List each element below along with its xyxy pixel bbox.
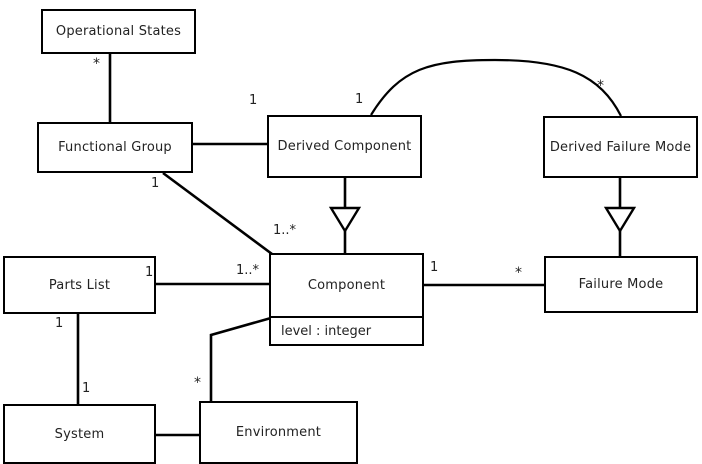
class-name-environment: Environment xyxy=(235,425,322,440)
generalization-arrow-derived-failure-mode-failure-mode xyxy=(603,206,637,234)
class-attribute-component-level: level : integer xyxy=(281,323,372,339)
class-box-component[interactable]: Component xyxy=(269,253,424,318)
class-name-operational-states: Operational States xyxy=(55,24,182,39)
multiplicity-functional-group-component-target: 1..* xyxy=(273,223,297,238)
multiplicity-operational-states: * xyxy=(93,56,100,72)
multiplicity-parts-list-system-source: 1 xyxy=(55,316,64,331)
class-box-derived-component[interactable]: Derived Component xyxy=(267,115,422,178)
multiplicity-parts-list-component-target: 1..* xyxy=(236,263,260,278)
class-name-derived-failure-mode: Derived Failure Mode xyxy=(549,139,692,155)
multiplicity-functional-group-component-source: 1 xyxy=(151,176,160,191)
multiplicity-component-failure-mode-target: * xyxy=(515,265,522,281)
edge-functional-group-component xyxy=(162,171,273,256)
class-box-functional-group[interactable]: Functional Group xyxy=(37,122,193,173)
class-name-functional-group: Functional Group xyxy=(58,140,172,155)
class-attribute-compartment-component[interactable]: level : integer xyxy=(269,318,424,346)
multiplicity-component-environment: * xyxy=(194,375,201,391)
class-box-system[interactable]: System xyxy=(3,404,156,464)
multiplicity-functional-group-derived-component: 1 xyxy=(249,93,258,108)
class-name-failure-mode: Failure Mode xyxy=(578,277,664,292)
multiplicity-parts-list-system-target: 1 xyxy=(82,381,91,396)
class-box-failure-mode[interactable]: Failure Mode xyxy=(544,256,698,313)
class-name-component: Component xyxy=(307,278,386,293)
class-box-operational-states[interactable]: Operational States xyxy=(41,9,196,54)
edge-component-environment xyxy=(209,316,272,401)
multiplicity-parts-list-component-source: 1 xyxy=(145,265,154,280)
generalization-arrow-derived-component-component xyxy=(328,206,362,234)
multiplicity-derived-failure-mode-curve: * xyxy=(597,78,604,94)
edge-derived-component-derived-failure-mode xyxy=(370,58,622,117)
multiplicity-derived-component-curve: 1 xyxy=(355,92,364,107)
class-name-derived-component: Derived Component xyxy=(277,139,412,154)
class-name-parts-list: Parts List xyxy=(48,277,111,293)
class-box-environment[interactable]: Environment xyxy=(199,401,358,464)
class-box-derived-failure-mode[interactable]: Derived Failure Mode xyxy=(543,116,698,178)
class-box-parts-list[interactable]: Parts List xyxy=(3,256,156,314)
class-name-system: System xyxy=(54,426,105,442)
multiplicity-component-failure-mode-source: 1 xyxy=(430,260,439,275)
